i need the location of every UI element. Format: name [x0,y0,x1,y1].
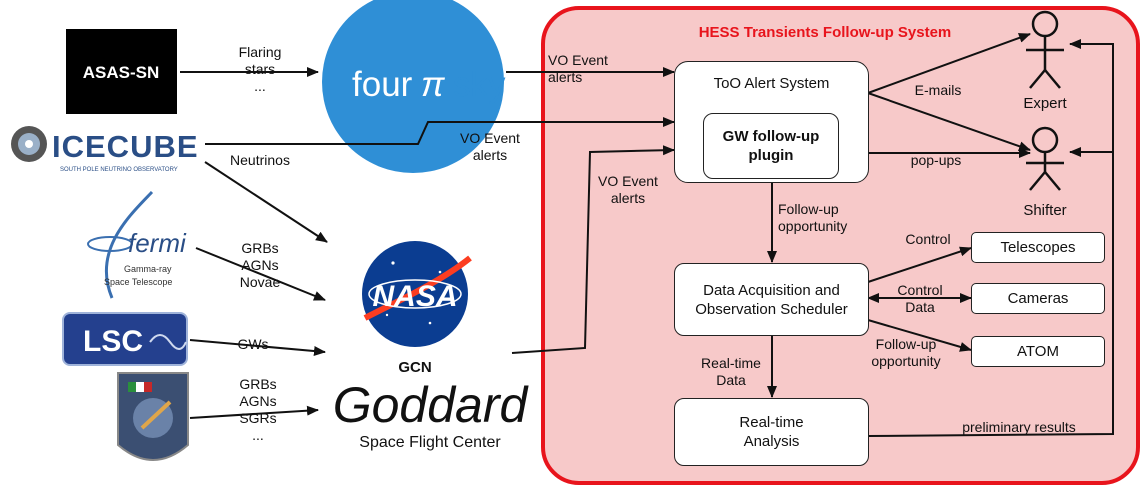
cameras-box: Cameras [971,283,1105,314]
gws-label: GWs [237,336,269,352]
arrow-daq-to-atom [867,319,972,352]
followup-opportunity-label-2: Follow-up opportunity [871,336,941,369]
neutrinos-label: Neutrinos [230,152,290,168]
followup-opportunity-label-1: Follow-up opportunity [778,201,848,234]
realtime-analysis-box: Real-time Analysis [674,398,869,466]
vo-event-alerts-label-2: VO Event alerts [460,130,520,163]
atom-box: ATOM [971,336,1105,367]
arrow-rta-to-expert [867,39,1114,437]
goddard-logo: Goddard Space Flight Center [333,377,530,451]
swift-badge-logo [117,372,189,461]
system-title: HESS Transients Follow-up System [698,24,952,41]
atom-label: ATOM [1017,343,1059,360]
fermi-logo-subtitle-1: Gamma-ray [124,264,172,274]
realtime-analysis-label: Real-time Analysis [739,414,804,450]
expert-label: Expert [1023,95,1067,112]
flaring-stars-label: Flaring stars ... [238,44,282,94]
arrow-fermi-to-nasa [195,247,326,301]
cameras-label: Cameras [1007,290,1069,307]
asassn-logo: ASAS-SN [66,29,177,114]
daq-scheduler-box: Data Acquisition and Observation Schedul… [674,263,869,336]
gw-followup-plugin-label: GW follow-up plugin [722,128,820,164]
emails-label: E-mails [914,82,962,98]
fermi-logo-text: fermi [128,228,187,258]
arrow-daq-to-telescopes [867,246,972,283]
arrow-icecube-to-too [205,117,675,145]
fourpisky-logo: four π sky [322,0,506,173]
telescopes-label: Telescopes [1000,239,1076,256]
goddard-sources-label: GRBs AGNs SGRs ... [239,376,277,443]
fourpisky-text-sky: sky [453,65,506,104]
arrow-gcn-to-too [511,145,675,354]
vo-event-alerts-label-3: VO Event alerts [598,173,658,206]
shifter-label: Shifter [1023,202,1067,219]
too-alert-system-label: ToO Alert System [713,75,830,92]
expert-actor-icon [1026,10,1064,89]
telescopes-box: Telescopes [971,232,1105,263]
arrow-icecube-to-nasa [204,161,328,243]
icecube-logo-text: ICECUBE [52,129,199,164]
arrow-too-to-shifter [867,92,1031,152]
lsc-logo-text: LSC [83,325,143,358]
goddard-logo-subtitle: Space Flight Center [359,434,501,451]
preliminary-results-label: preliminary results [962,419,1076,435]
vo-event-alerts-label-1: VO Event alerts [548,52,608,85]
asassn-logo-text: ASAS-SN [83,63,160,82]
fermi-sources-label: GRBs AGNs Novae [239,240,281,290]
fermi-logo-subtitle-2: Space Telescope [104,277,172,287]
arrow-lsc-to-nasa [189,339,326,357]
gw-followup-plugin-box: GW follow-up plugin [703,113,839,179]
lsc-logo: LSC [62,312,188,366]
goddard-logo-text: Goddard [333,377,530,433]
nasa-logo: NASA GCN [362,241,472,376]
fermi-logo: fermi Gamma-ray Space Telescope [87,190,187,299]
control-data-label: Control Data [897,282,943,315]
fourpisky-text-pi: π [421,65,445,104]
arrow-swift-to-goddard [189,405,319,419]
daq-scheduler-label: Data Acquisition and Observation Schedul… [695,281,848,318]
realtime-data-label: Real-time Data [701,355,761,388]
arrow-too-to-expert [867,33,1031,94]
icecube-logo-subtitle: SOUTH POLE NEUTRINO OBSERVATORY [60,167,178,173]
control-label: Control [905,231,951,247]
shifter-actor-icon [1026,126,1064,191]
gcn-caption: GCN [398,359,431,376]
icecube-logo: ICECUBE SOUTH POLE NEUTRINO OBSERVATORY [11,126,199,173]
popups-label: pop-ups [910,152,962,168]
arrows [180,33,1114,437]
fourpisky-text-four: four [352,65,413,104]
